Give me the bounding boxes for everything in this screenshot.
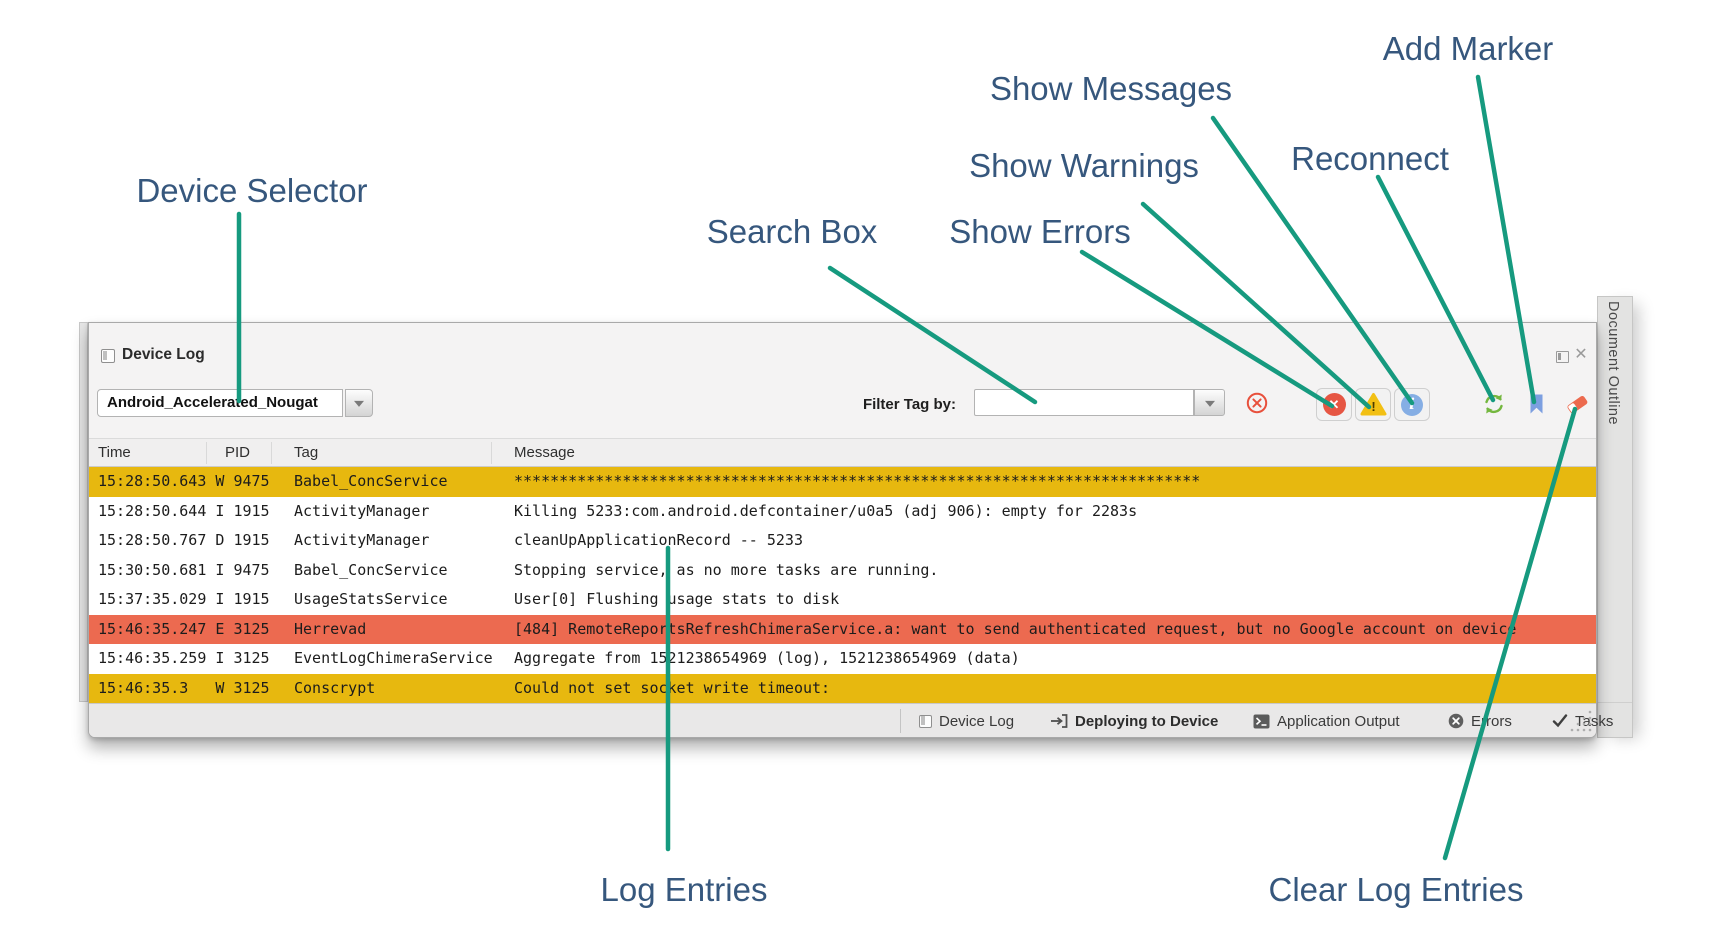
statusbar-item-application-output[interactable]: Application Output xyxy=(1253,704,1400,738)
column-header-tag[interactable]: Tag xyxy=(294,444,319,461)
log-tag: EventLogChimeraService xyxy=(294,649,493,667)
sidebar-divider xyxy=(1598,702,1632,703)
log-message: Could not set socket write timeout: xyxy=(514,678,831,697)
log-message: [484] RemoteReportsRefreshChimeraService… xyxy=(514,619,1517,638)
log-tag: Herrevad xyxy=(294,619,367,638)
log-time-level-pid: 15:30:50.681 I 9475 xyxy=(98,560,270,579)
log-time-level-pid: 15:28:50.644 I 1915 xyxy=(98,501,270,520)
log-row[interactable]: 15:28:50.644 I 1915 ActivityManager Killin… xyxy=(89,497,1596,527)
log-row[interactable]: 15:46:35.3 W 3125 Conscrypt Could not set … xyxy=(89,673,1596,703)
log-message: User[0] Flushing usage stats to disk xyxy=(514,590,840,608)
log-entries-area xyxy=(89,467,1596,703)
show-messages-button[interactable]: i xyxy=(1394,388,1430,421)
sidebar-tab-label: Document Outline xyxy=(1605,301,1621,426)
filter-dropdown-arrow[interactable] xyxy=(1194,389,1225,416)
column-divider[interactable] xyxy=(491,442,492,464)
column-header-time[interactable]: Time xyxy=(98,444,131,461)
table-header: Time PID Tag Message xyxy=(89,438,1596,467)
statusbar-item-deploying[interactable]: Deploying to Device xyxy=(1050,704,1218,738)
checkmark-icon xyxy=(1552,714,1568,728)
clear-log-eraser-icon[interactable] xyxy=(1565,392,1589,416)
log-row[interactable]: 15:46:35.247 E 3125 Herrevad [484] RemoteR… xyxy=(89,614,1596,644)
log-tag: ActivityManager xyxy=(294,531,430,549)
sidebar-tab-document-outline[interactable]: Document Outline xyxy=(1597,296,1633,738)
statusbar-label: Deploying to Device xyxy=(1075,712,1219,730)
column-header-message[interactable]: Message xyxy=(514,444,575,461)
log-tag: Babel_ConcService xyxy=(294,472,448,490)
log-message: Killing 5233:com.android.defcontainer/u0… xyxy=(514,501,1138,520)
float-panel-icon[interactable] xyxy=(1556,351,1569,363)
annotation-clear-log-entries: Clear Log Entries xyxy=(1268,871,1524,908)
log-time-level-pid: 15:46:35.259 I 3125 xyxy=(98,649,270,667)
column-divider[interactable] xyxy=(271,442,272,464)
statusbar-label: Errors xyxy=(1471,712,1512,730)
log-message: ****************************************… xyxy=(514,472,1201,490)
annotation-show-errors: Show Errors xyxy=(949,213,1131,250)
statusbar-label: Application Output xyxy=(1277,712,1400,730)
annotation-show-warnings: Show Warnings xyxy=(969,147,1199,184)
error-icon: ✕ xyxy=(1322,393,1346,416)
log-tag: Babel_ConcService xyxy=(294,560,448,579)
close-icon[interactable]: ✕ xyxy=(1574,346,1588,363)
statusbar-item-errors[interactable]: Errors xyxy=(1448,704,1512,738)
device-selector-combobox[interactable]: Android_Accelerated_Nougat xyxy=(97,389,343,417)
show-warnings-button[interactable]: ! xyxy=(1355,388,1391,421)
statusbar-label: Tasks xyxy=(1575,712,1614,730)
device-selector-dropdown-arrow[interactable] xyxy=(345,389,373,417)
panel-title: Device Log xyxy=(122,346,205,363)
log-time-level-pid: 15:28:50.767 D 1915 xyxy=(98,531,270,549)
device-log-panel: Device Log ✕ Android_Accelerated_Nougat … xyxy=(88,322,1613,738)
statusbar-item-device-log[interactable]: Device Log xyxy=(919,704,1014,738)
column-header-pid[interactable]: PID xyxy=(225,444,251,461)
filter-tag-input[interactable] xyxy=(974,389,1194,416)
dark-circle-x-icon xyxy=(1448,713,1464,729)
status-bar: Device Log Deploying to Device Applicati… xyxy=(89,703,1613,738)
log-message: Aggregate from 1521238654969 (log), 1521… xyxy=(514,649,1020,667)
log-row[interactable]: 15:46:35.259 I 3125 EventLogChimeraServic… xyxy=(89,644,1596,674)
annotation-reconnect: Reconnect xyxy=(1291,140,1449,177)
log-time-level-pid: 15:46:35.3 W 3125 xyxy=(98,678,270,697)
log-time-level-pid: 15:28:50.643 W 9475 xyxy=(98,472,270,490)
log-tag: ActivityManager xyxy=(294,501,430,520)
statusbar-divider xyxy=(900,709,901,733)
terminal-icon xyxy=(1253,714,1270,728)
annotation-add-marker: Add Marker xyxy=(1382,30,1554,67)
log-row[interactable]: 15:28:50.767 D 1915 ActivityManager cleanU… xyxy=(89,526,1596,556)
annotation-log-entries: Log Entries xyxy=(600,871,768,908)
clear-filter-icon[interactable] xyxy=(1246,392,1268,414)
annotation-device-selector: Device Selector xyxy=(136,172,368,209)
log-time-level-pid: 15:37:35.029 I 1915 xyxy=(98,590,270,608)
info-icon: i xyxy=(1401,393,1423,416)
warning-icon: ! xyxy=(1360,393,1386,416)
log-time-level-pid: 15:46:35.247 E 3125 xyxy=(98,619,270,638)
log-row[interactable]: 15:37:35.029 I 1915 UsageStatsService User… xyxy=(89,585,1596,615)
reconnect-icon[interactable] xyxy=(1483,393,1505,415)
column-divider[interactable] xyxy=(206,442,207,464)
log-row[interactable]: 15:30:50.681 I 9475 Babel_ConcService Stop… xyxy=(89,556,1596,586)
filter-tag-label: Filter Tag by: xyxy=(862,396,956,413)
log-message: Stopping service, as no more tasks are r… xyxy=(514,560,939,579)
log-tag: UsageStatsService xyxy=(294,590,448,608)
annotation-search-box: Search Box xyxy=(706,213,878,250)
panel-icon xyxy=(101,349,115,363)
panel-icon xyxy=(919,714,932,728)
show-errors-button[interactable]: ✕ xyxy=(1316,388,1352,421)
svg-text:!: ! xyxy=(1371,399,1375,414)
annotation-show-messages: Show Messages xyxy=(989,70,1233,107)
log-tag: Conscrypt xyxy=(294,678,376,697)
left-scroll-strip xyxy=(79,322,88,702)
deploy-arrow-icon xyxy=(1051,714,1068,728)
log-row[interactable]: 15:28:50.643 W 9475 Babel_ConcService ****… xyxy=(89,467,1596,497)
add-marker-bookmark-icon[interactable] xyxy=(1530,394,1543,414)
statusbar-label: Device Log xyxy=(939,712,1015,730)
resize-grip[interactable] xyxy=(1567,707,1593,733)
log-message: cleanUpApplicationRecord -- 5233 xyxy=(514,531,803,549)
